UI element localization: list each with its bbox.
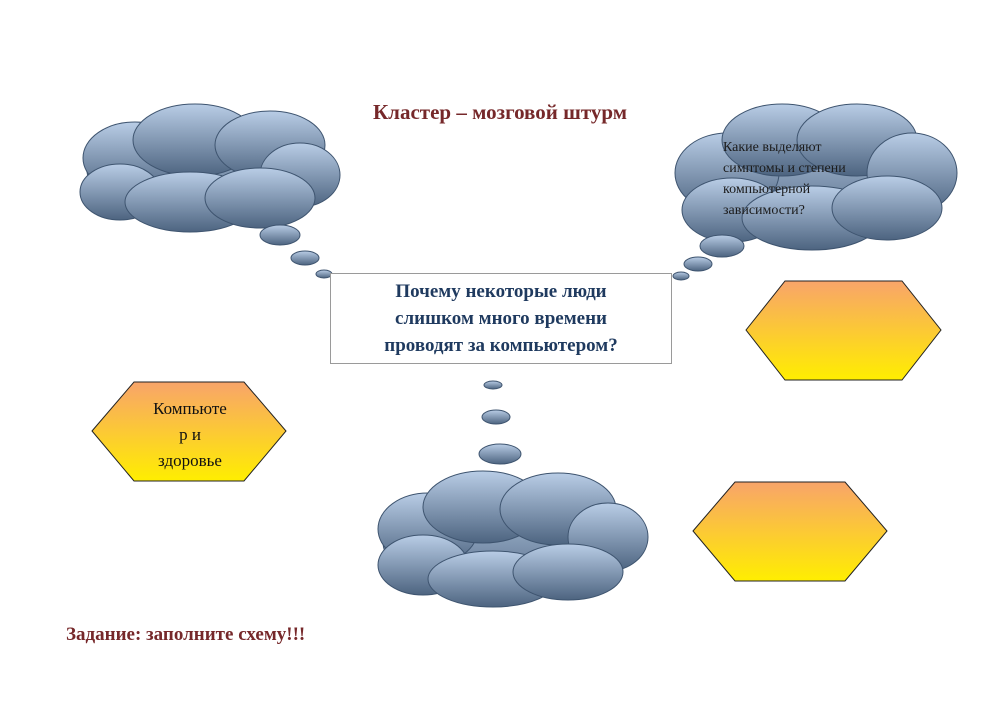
thought-bubbles-bottom — [478, 380, 522, 465]
thought-bubbles-left — [259, 224, 333, 279]
central-question-box: Почему некоторые люди слишком много врем… — [330, 273, 672, 364]
hexagon-left-label: Компьюте р и здоровье — [153, 399, 227, 470]
hexagon-right-bottom — [692, 481, 888, 582]
hexagon-left — [91, 381, 287, 482]
hexagon-right-top — [745, 280, 942, 381]
central-question-text: Почему некоторые люди слишком много врем… — [384, 281, 618, 356]
thought-cloud-top-right — [674, 103, 958, 251]
thought-bubbles-right — [672, 234, 745, 281]
task-instruction: Задание: заполните схему!!! — [66, 624, 306, 645]
thought-cloud-top-left — [79, 103, 341, 233]
page-title: Кластер – мозговой штурм — [372, 100, 628, 124]
thought-cloud-bottom — [377, 470, 649, 608]
cloud-question-text: Какие выделяют симптомы и степени компью… — [723, 140, 846, 218]
